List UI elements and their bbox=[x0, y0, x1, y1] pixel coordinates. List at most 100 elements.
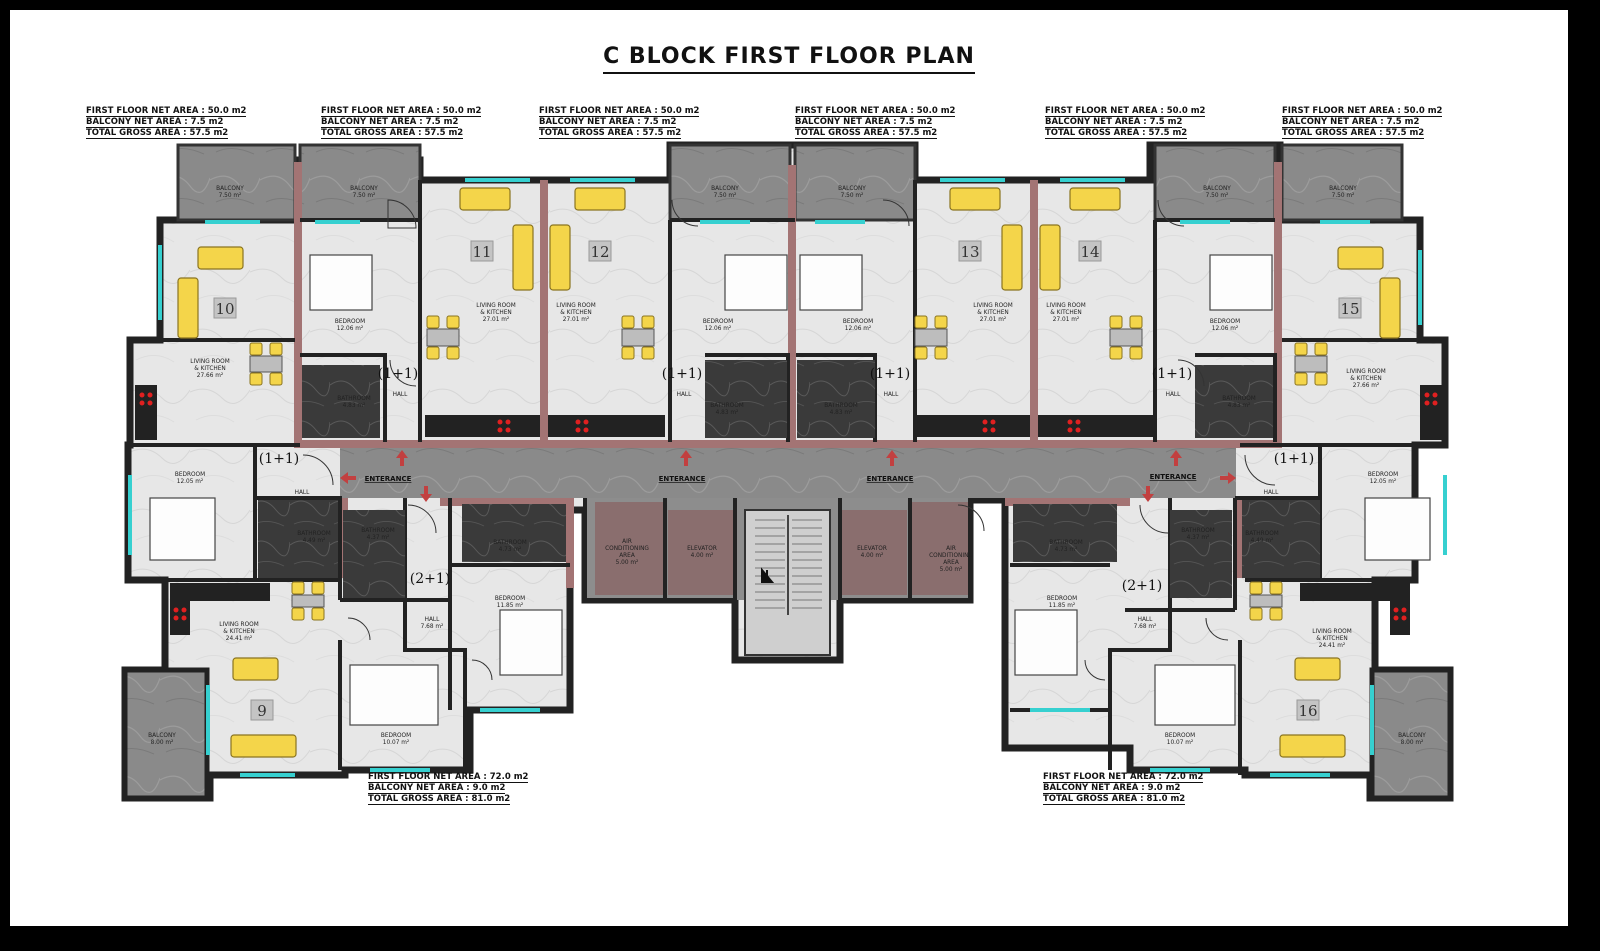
room-label: 27.66 m² bbox=[197, 372, 223, 379]
arrow-up-icon bbox=[396, 450, 408, 466]
room-label: BEDROOM bbox=[1210, 319, 1240, 325]
room-label: BALCONY bbox=[1398, 733, 1426, 739]
room-label: BATHROOM bbox=[710, 403, 744, 409]
area-summary-text: FIRST FLOOR NET AREA : 50.0 m2 bbox=[86, 106, 247, 117]
room-label: & KITCHEN bbox=[1050, 310, 1081, 316]
area-summary-line: BALCONY NET AREA : 7.5 m2 bbox=[539, 117, 699, 128]
apartment-number: 11 bbox=[472, 243, 491, 261]
area-summary-line: FIRST FLOOR NET AREA : 50.0 m2 bbox=[1045, 106, 1206, 117]
apartment-number: 16 bbox=[1298, 702, 1317, 720]
room-label: & KITCHEN bbox=[194, 366, 225, 372]
room-label: BATHROOM bbox=[1049, 540, 1083, 546]
area-summary-text: TOTAL GROSS AREA : 57.5 m2 bbox=[1045, 128, 1188, 139]
room-label: HALL bbox=[677, 392, 693, 398]
page-title: C BLOCK FIRST FLOOR PLAN bbox=[10, 44, 1568, 74]
room-label: LIVING ROOM bbox=[476, 303, 515, 309]
apartment-number: 9 bbox=[257, 702, 267, 720]
room-label: 4.83 m² bbox=[716, 409, 739, 416]
room-label: BEDROOM bbox=[381, 733, 411, 739]
room-label: ELEVATOR bbox=[857, 546, 887, 552]
area-summary-text: BALCONY NET AREA : 7.5 m2 bbox=[795, 117, 933, 128]
room-label: BALCONY bbox=[350, 186, 378, 192]
room-label: CONDITIONING bbox=[605, 546, 649, 552]
room-label: 24.41 m² bbox=[226, 635, 252, 642]
arrow-down-icon bbox=[420, 486, 432, 502]
room-label: HALL bbox=[425, 617, 441, 623]
area-summary-line: BALCONY NET AREA : 9.0 m2 bbox=[1043, 783, 1203, 794]
room-label: 4.00 m² bbox=[861, 552, 884, 559]
room-label: LIVING ROOM bbox=[973, 303, 1012, 309]
room-label: ELEVATOR bbox=[687, 546, 717, 552]
room-label: 12.06 m² bbox=[845, 325, 871, 332]
apartment-number-box bbox=[1338, 297, 1362, 319]
room-label: 4.37 m² bbox=[367, 534, 390, 541]
room-label: 4.49 m² bbox=[1251, 537, 1274, 544]
area-summary-line: FIRST FLOOR NET AREA : 50.0 m2 bbox=[1282, 106, 1443, 117]
room-label: & KITCHEN bbox=[223, 629, 254, 635]
room-label: & KITCHEN bbox=[1316, 636, 1347, 642]
room-label: BEDROOM bbox=[1165, 733, 1195, 739]
arrow-up-icon bbox=[1170, 450, 1182, 466]
area-summary-text: TOTAL GROSS AREA : 57.5 m2 bbox=[321, 128, 464, 139]
room-label: 10.07 m² bbox=[383, 739, 409, 746]
room-label: AIR bbox=[946, 546, 956, 552]
room-label: 7.50 m² bbox=[1206, 192, 1229, 199]
stair-arrow-icon bbox=[761, 567, 775, 583]
room-label: 5.00 m² bbox=[616, 559, 639, 566]
area-summary-line: FIRST FLOOR NET AREA : 50.0 m2 bbox=[539, 106, 700, 117]
entrance-label: ENTERANCE bbox=[659, 475, 706, 483]
area-summary-line: BALCONY NET AREA : 7.5 m2 bbox=[1045, 117, 1205, 128]
apartment-number-box bbox=[470, 240, 494, 262]
room-label: 12.06 m² bbox=[705, 325, 731, 332]
room-label: HALL bbox=[393, 392, 409, 398]
area-summary-text: TOTAL GROSS AREA : 57.5 m2 bbox=[539, 128, 682, 139]
area-summary-line: BALCONY NET AREA : 7.5 m2 bbox=[795, 117, 955, 128]
apartment-type-label: (2+1) bbox=[410, 571, 450, 587]
room-label: LIVING ROOM bbox=[219, 622, 258, 628]
room-label: HALL bbox=[884, 392, 900, 398]
room-label: BEDROOM bbox=[1047, 596, 1077, 602]
area-summary-line: TOTAL GROSS AREA : 57.5 m2 bbox=[1045, 128, 1205, 139]
area-summary-line: TOTAL GROSS AREA : 57.5 m2 bbox=[86, 128, 246, 139]
room-label: HALL bbox=[1166, 392, 1182, 398]
room-label: 4.83 m² bbox=[830, 409, 853, 416]
room-label: 7.50 m² bbox=[1332, 192, 1355, 199]
apartment-number: 14 bbox=[1080, 243, 1099, 261]
area-summary-text: BALCONY NET AREA : 7.5 m2 bbox=[1045, 117, 1183, 128]
room-label: BATHROOM bbox=[337, 396, 371, 402]
service-rooms bbox=[595, 502, 968, 595]
arrow-down-icon bbox=[1142, 486, 1154, 502]
room-label: 12.06 m² bbox=[1212, 325, 1238, 332]
area-summary-line: TOTAL GROSS AREA : 57.5 m2 bbox=[1282, 128, 1442, 139]
room-label: 7.50 m² bbox=[219, 192, 242, 199]
room-label: BATHROOM bbox=[824, 403, 858, 409]
area-summary-line: FIRST FLOOR NET AREA : 50.0 m2 bbox=[795, 106, 956, 117]
area-summary-text: TOTAL GROSS AREA : 81.0 m2 bbox=[1043, 794, 1186, 805]
area-summary-line: FIRST FLOOR NET AREA : 72.0 m2 bbox=[368, 772, 529, 783]
area-summary-text: FIRST FLOOR NET AREA : 50.0 m2 bbox=[321, 106, 482, 117]
room-label: 11.85 m² bbox=[497, 602, 523, 609]
room-label: BATHROOM bbox=[1181, 528, 1215, 534]
room-label: 8.00 m² bbox=[1401, 739, 1424, 746]
apartment-number: 12 bbox=[590, 243, 609, 261]
apartment-type-label: (1+1) bbox=[662, 366, 702, 382]
room-label: & KITCHEN bbox=[1350, 376, 1381, 382]
room-label: 5.00 m² bbox=[940, 566, 963, 573]
dining-tables bbox=[249, 315, 1328, 621]
room-label: BALCONY bbox=[148, 733, 176, 739]
room-label: 7.50 m² bbox=[714, 192, 737, 199]
room-label: 4.83 m² bbox=[1228, 402, 1251, 409]
room-label: 7.50 m² bbox=[841, 192, 864, 199]
apartment-type-label: (1+1) bbox=[259, 451, 299, 467]
apartment-type-labels: (1+1)(1+1)(1+1)(1+1)(1+1)(1+1)(2+1)(2+1) bbox=[259, 366, 1314, 594]
bottom-balconies bbox=[122, 667, 1453, 801]
room-label: 4.49 m² bbox=[303, 537, 326, 544]
room-label: LIVING ROOM bbox=[190, 359, 229, 365]
area-summary-line: BALCONY NET AREA : 9.0 m2 bbox=[368, 783, 528, 794]
room-label: BALCONY bbox=[838, 186, 866, 192]
room-label: BALCONY bbox=[1329, 186, 1357, 192]
